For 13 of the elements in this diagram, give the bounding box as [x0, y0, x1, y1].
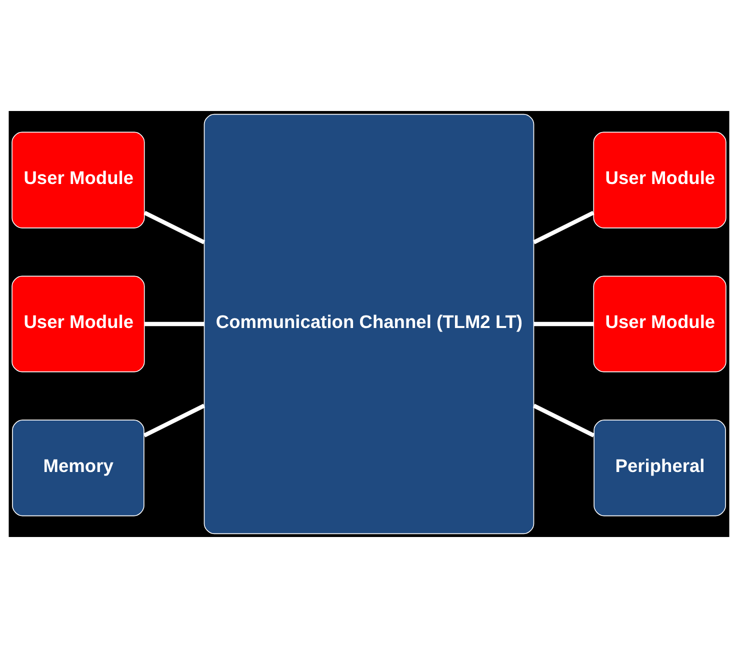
connector	[144, 321, 204, 326]
connector	[144, 210, 206, 244]
connector	[534, 321, 594, 326]
node-box: User Module	[593, 131, 726, 228]
node-box: Peripheral	[594, 419, 726, 516]
node-box: User Module	[593, 275, 726, 372]
connector	[532, 403, 595, 437]
node-box: Communication Channel (TLM2 LT)	[204, 113, 534, 534]
node-box: Memory	[12, 419, 144, 516]
connector	[143, 403, 206, 437]
node-box: User Module	[12, 131, 145, 228]
connector	[532, 210, 594, 244]
node-box: User Module	[12, 275, 145, 372]
